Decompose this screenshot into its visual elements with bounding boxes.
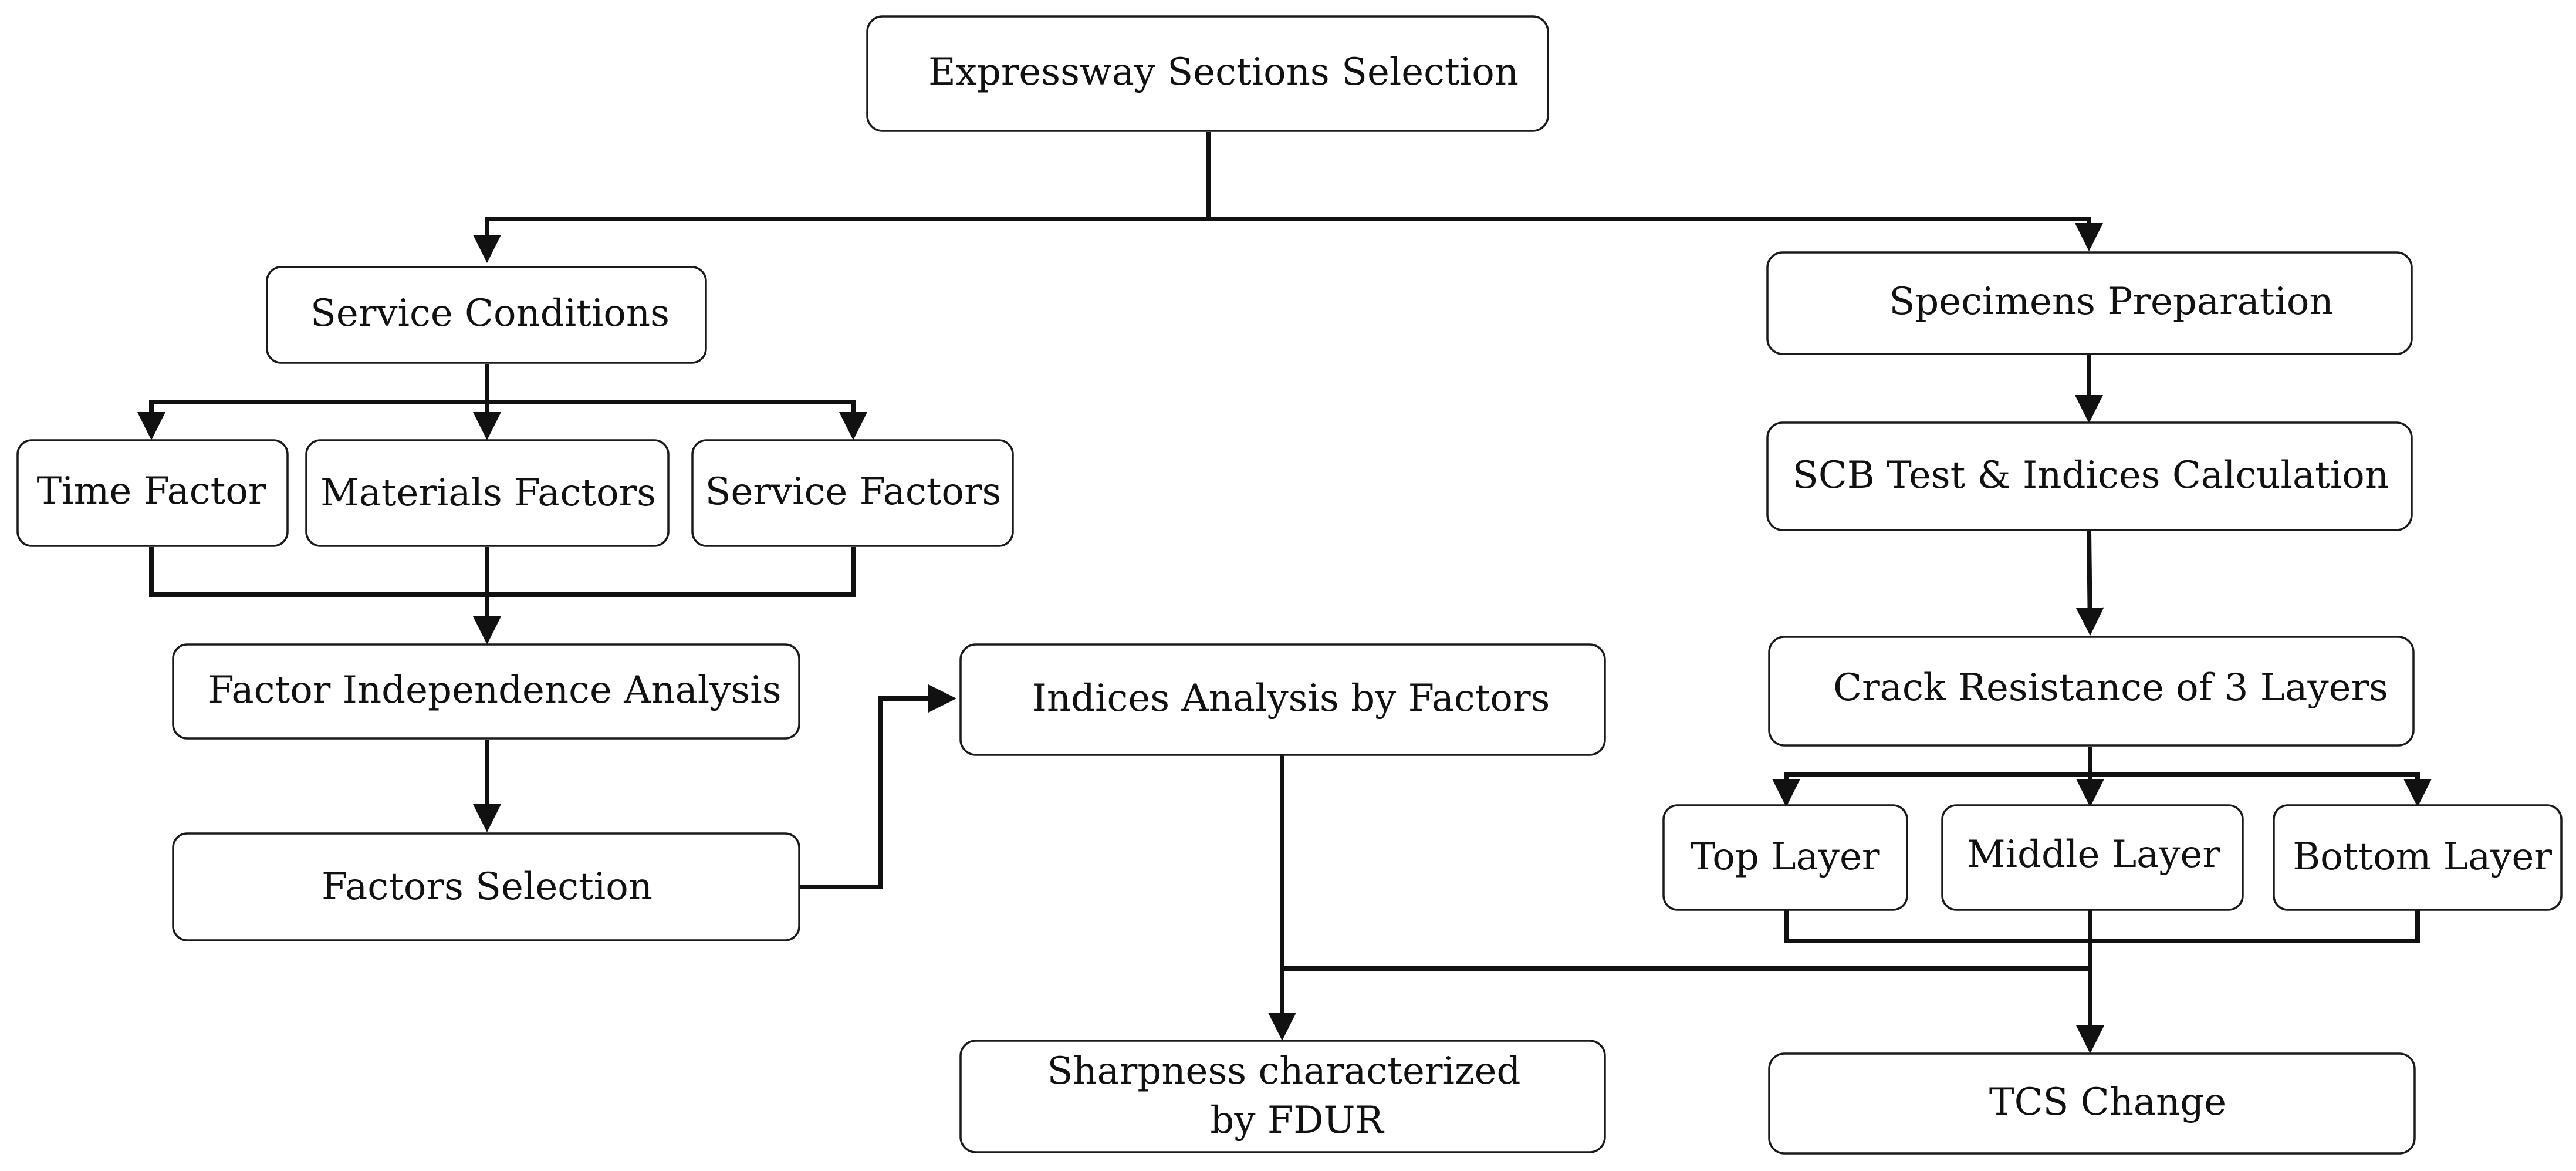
node-label-line2: by FDUR bbox=[1210, 1099, 1384, 1142]
node-label: Time Factor bbox=[37, 470, 266, 513]
node-label: Specimens Preparation bbox=[1889, 280, 2333, 323]
node-materials-factors: Materials Factors bbox=[305, 439, 670, 547]
node-bottom-layer: Bottom Layer bbox=[2273, 804, 2563, 911]
node-label: Service Factors bbox=[705, 470, 1002, 514]
node-factor-independence-analysis: Factor Independence Analysis bbox=[172, 643, 800, 740]
node-factors-selection: Factors Selection bbox=[172, 832, 800, 941]
node-label-line1: Sharpness characterized bbox=[1047, 1049, 1521, 1093]
node-label: Indices Analysis by Factors bbox=[1032, 677, 1550, 720]
node-time-factor: Time Factor bbox=[16, 439, 289, 547]
node-indices-analysis-by-factors: Indices Analysis by Factors bbox=[959, 643, 1606, 756]
node-service-conditions: Service Conditions bbox=[266, 266, 707, 364]
edge-to-top-layer bbox=[1772, 772, 2090, 807]
node-expressway-sections-selection: Expressway Sections Selection bbox=[866, 15, 1549, 132]
node-label: Top Layer bbox=[1691, 835, 1880, 879]
node-label: SCB Test & Indices Calculation bbox=[1793, 454, 2389, 497]
edge-scb-to-crack bbox=[2075, 531, 2104, 636]
node-label: Bottom Layer bbox=[2293, 835, 2552, 879]
node-specimens-preparation: Specimens Preparation bbox=[1766, 251, 2413, 355]
node-label: Expressway Sections Selection bbox=[928, 50, 1519, 94]
edge-expressway-to-specimens bbox=[1208, 217, 2103, 251]
edge-to-time-factor bbox=[137, 400, 487, 440]
edge-to-service-factors bbox=[487, 400, 867, 440]
edge-layers-merge bbox=[1784, 910, 2420, 943]
node-crack-resistance-of-3-layers: Crack Resistance of 3 Layers bbox=[1768, 636, 2415, 747]
node-label: TCS Change bbox=[1989, 1081, 2226, 1124]
node-scb-test-indices-calculation: SCB Test & Indices Calculation bbox=[1766, 421, 2413, 531]
node-label: Crack Resistance of 3 Layers bbox=[1833, 666, 2388, 710]
node-label: Factors Selection bbox=[322, 865, 653, 909]
node-label: Service Conditions bbox=[310, 292, 670, 335]
node-sharpness-characterized-by-fdur: Sharpness characterized by FDUR bbox=[959, 1040, 1606, 1153]
node-service-factors: Service Factors bbox=[691, 439, 1014, 547]
node-top-layer: Top Layer bbox=[1662, 804, 1908, 911]
edge-selection-to-indices bbox=[799, 684, 956, 889]
edge-expressway-to-service-conditions bbox=[473, 217, 1208, 263]
node-label: Middle Layer bbox=[1967, 833, 2220, 876]
edges bbox=[137, 132, 2432, 1054]
edge-to-bottom-layer bbox=[2090, 772, 2432, 807]
node-label: Materials Factors bbox=[320, 471, 656, 515]
edge-time-factor-merge bbox=[149, 547, 856, 597]
node-middle-layer: Middle Layer bbox=[1941, 804, 2244, 911]
node-label: Factor Independence Analysis bbox=[208, 669, 781, 712]
node-tcs-change: TCS Change bbox=[1768, 1052, 2416, 1155]
